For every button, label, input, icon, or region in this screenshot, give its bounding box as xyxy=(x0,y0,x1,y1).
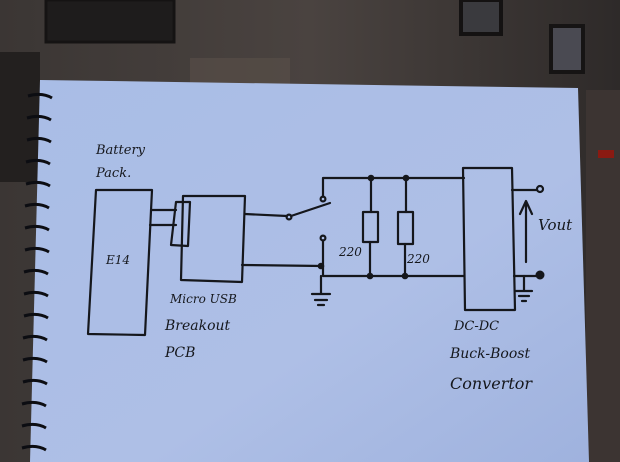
battery-pack-box xyxy=(86,188,154,337)
spiral-binding xyxy=(21,92,53,452)
output-terminal-positive xyxy=(535,184,545,194)
output-terminal-negative xyxy=(535,270,545,280)
vout-arrow xyxy=(518,199,534,264)
device-red-display xyxy=(598,150,614,158)
notebook-page xyxy=(30,80,589,462)
wire-pcb-switch xyxy=(243,212,289,218)
breakout-pcb-box xyxy=(179,194,247,284)
vout-label: Vout xyxy=(538,216,573,234)
junction-dot-2 xyxy=(402,174,410,182)
resistor-2-value: 220 xyxy=(406,252,430,266)
junction-dot-4 xyxy=(401,272,409,280)
switch-blade xyxy=(289,201,332,218)
converter-label-line2: Buck-Boost xyxy=(449,346,530,362)
usb-label-line1: Micro USB xyxy=(169,292,237,306)
shelf-right xyxy=(586,90,620,462)
ground-symbol-left xyxy=(310,274,332,307)
junction-dot-1 xyxy=(367,174,375,182)
resistor-1-value: 220 xyxy=(338,245,362,259)
battery-title-line2: Pack. xyxy=(95,166,131,181)
battery-title-line1: Battery xyxy=(95,143,146,158)
junction-dot-5 xyxy=(317,262,325,270)
junction-dot-3 xyxy=(366,272,374,280)
wire-pcb-ground xyxy=(240,263,324,268)
converter-label-line1: DC-DC xyxy=(453,319,499,334)
converter-label-line3: Convertor xyxy=(450,374,533,393)
rail-positive xyxy=(321,176,466,198)
wall-picture-frame-right xyxy=(549,24,585,74)
battery-model-label: E14 xyxy=(105,253,130,267)
dc-dc-converter-box xyxy=(461,166,517,312)
usb-label-line3: PCB xyxy=(164,345,195,361)
micro-usb-connector xyxy=(169,200,192,248)
wall-picture-frame-small xyxy=(459,0,503,36)
ground-symbol-right xyxy=(514,274,534,303)
usb-label-line2: Breakout xyxy=(164,318,231,334)
rail-negative xyxy=(321,239,466,278)
shelf-items xyxy=(190,58,290,84)
circuit-diagram xyxy=(86,166,545,337)
wall-picture-frame xyxy=(44,0,176,44)
